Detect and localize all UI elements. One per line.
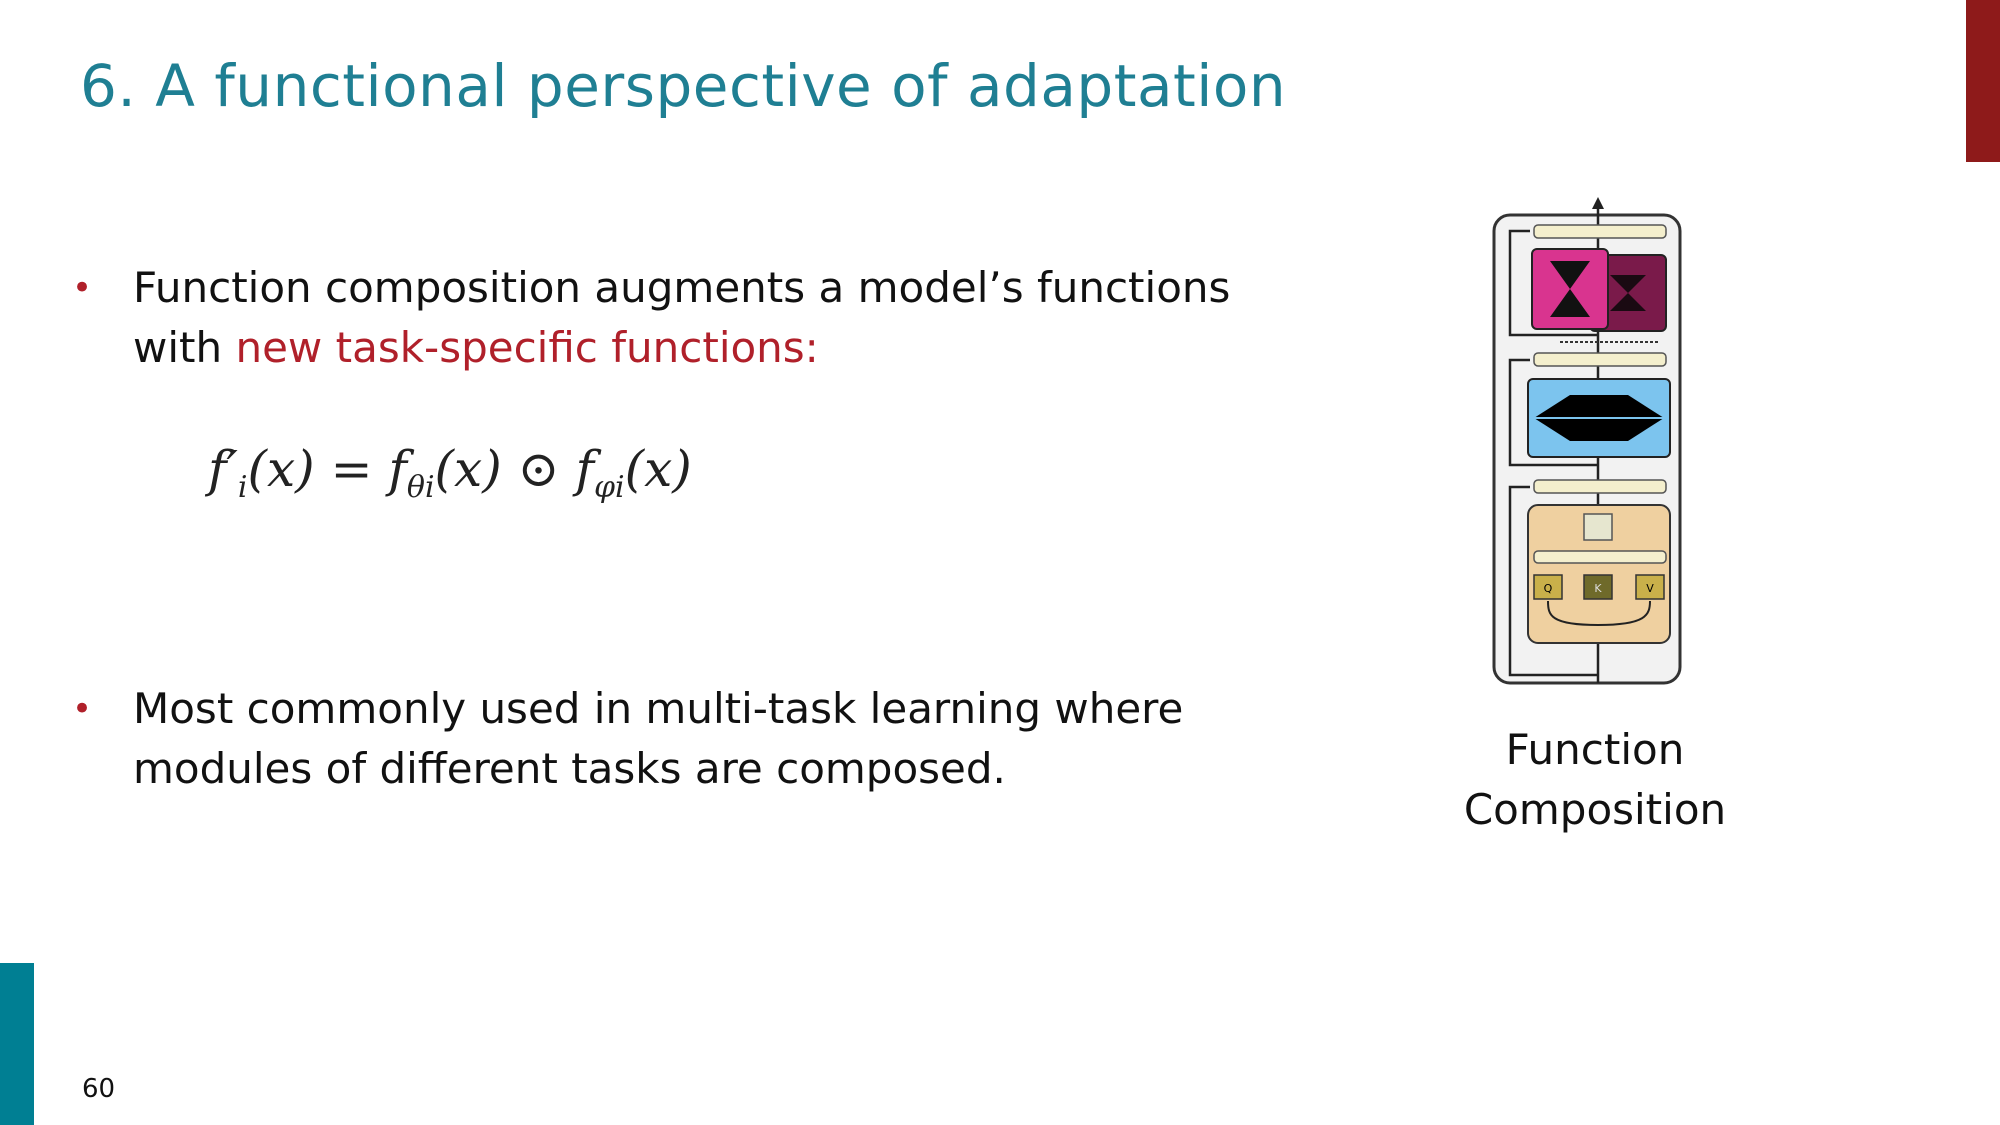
tan-attention-block <box>1527 504 1671 644</box>
norm-bar-3 <box>1533 479 1667 494</box>
formula-f2: f <box>575 440 594 498</box>
query-box <box>1533 574 1563 600</box>
formula-f2-sub: φi <box>593 470 625 505</box>
bullet-2-text: Most commonly used in multi-task learnin… <box>133 679 1183 799</box>
caption-line2: Composition <box>1463 785 1727 834</box>
key-box <box>1583 574 1613 600</box>
bullet-2-line1: Most commonly used in multi-task learnin… <box>133 684 1184 733</box>
composition-formula: f′i(x) = fθi(x) ⊙ fφi(x) <box>208 440 692 505</box>
formula-f1-arg: (x) ⊙ <box>434 440 576 498</box>
value-box <box>1635 574 1665 600</box>
key-label: K <box>1594 582 1602 595</box>
formula-f1: f <box>388 440 407 498</box>
skip-connection-1 <box>1508 229 1598 337</box>
top-arrow-icon <box>1592 197 1604 209</box>
bullet-1-highlight: new task-specific functions: <box>235 323 819 372</box>
top-right-accent-bar <box>1966 0 2000 162</box>
bullet-1-line2-plain: with <box>133 323 236 372</box>
skip-connection-2 <box>1508 358 1598 467</box>
bullet-1-text: Function composition augments a model’s … <box>133 258 1230 378</box>
formula-lhs-sub: i <box>237 470 248 505</box>
caption-line1: Function <box>1505 725 1685 774</box>
page-number: 60 <box>82 1074 116 1104</box>
norm-bar-2 <box>1533 352 1667 367</box>
value-branch-arrow <box>1597 600 1651 626</box>
bullet-marker: • <box>72 268 93 308</box>
figure-caption: Function Composition <box>1420 720 1770 840</box>
attention-output-box <box>1583 513 1613 541</box>
norm-bar-1 <box>1533 224 1667 239</box>
dark-adapter-bottleneck-icon <box>1610 275 1646 311</box>
bullet-2-line2: modules of different tasks are composed. <box>133 744 1006 793</box>
adapter-bottleneck-icon <box>1550 261 1590 317</box>
magenta-block <box>1531 248 1609 330</box>
slide-title: 6. A functional perspective of adaptatio… <box>80 52 1287 120</box>
skip-connection-3 <box>1508 485 1598 677</box>
query-label: Q <box>1544 582 1553 595</box>
attention-norm-bar <box>1533 550 1667 564</box>
function-composition-diagram: Q K V <box>1492 197 1682 685</box>
formula-lhs: f′ <box>208 440 238 498</box>
formula-f1-sub: θi <box>406 470 435 505</box>
value-label: V <box>1646 582 1654 595</box>
bullet-marker: • <box>72 689 93 729</box>
query-branch-arrow <box>1547 600 1599 626</box>
formula-f2-arg: (x) <box>624 440 692 498</box>
bullet-1-line1: Function composition augments a model’s … <box>133 263 1231 312</box>
bottom-left-accent-bar <box>0 963 34 1125</box>
formula-lhs-arg: (x) = <box>247 440 389 498</box>
